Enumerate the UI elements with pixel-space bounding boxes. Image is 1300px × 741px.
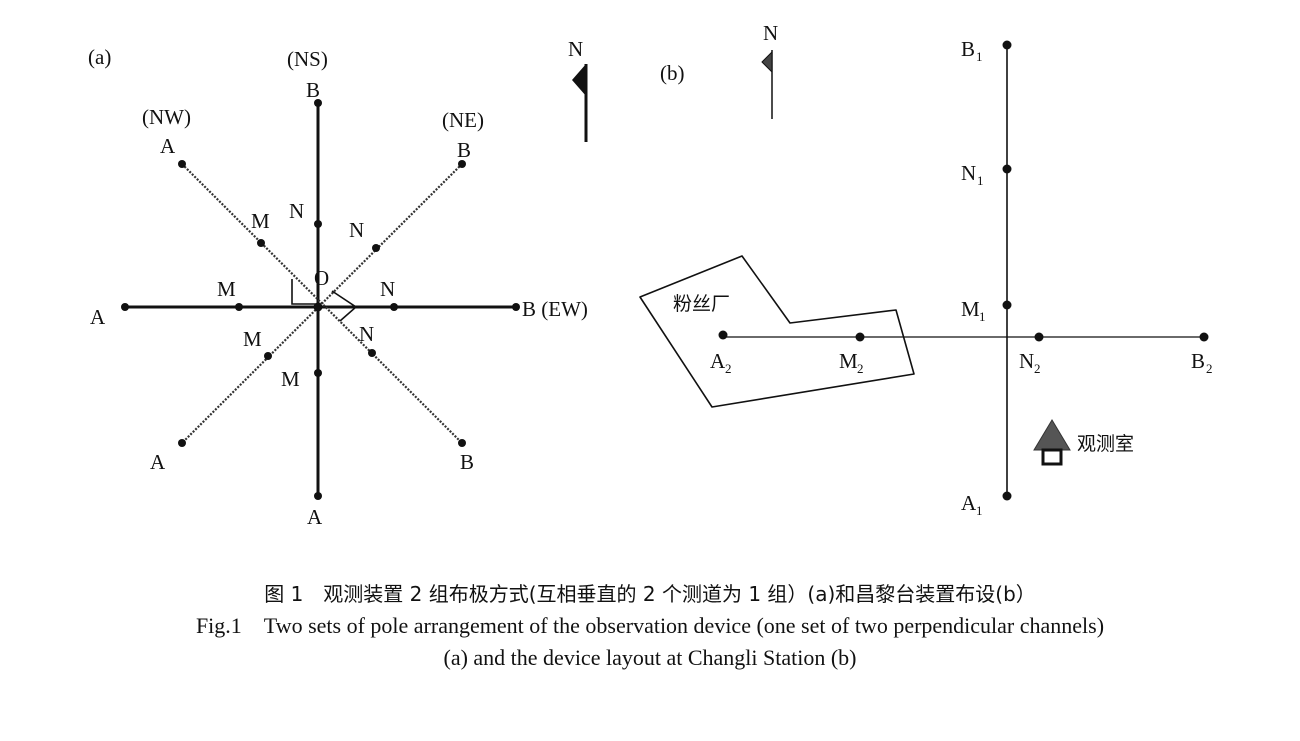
b1-label: B (961, 37, 975, 61)
north-arrow-icon (572, 64, 588, 142)
caption-chinese: 图 1 观测装置 2 组布极方式(互相垂直的 2 个测道为 1 组）(a)和昌黎… (264, 582, 1036, 606)
ne-line (181, 163, 463, 444)
b1-point (1002, 40, 1012, 50)
right-angle-marks (291, 279, 358, 322)
ne-m-label: M (243, 327, 262, 351)
ew-b-point (512, 303, 520, 311)
ns-a-point (314, 492, 322, 500)
n1-label: N (961, 161, 976, 185)
b1-subscript: 1 (976, 49, 983, 64)
factory-outline (639, 255, 915, 408)
ne-m-point (264, 352, 272, 360)
nw-m-label: M (251, 209, 270, 233)
a1-label: A (961, 491, 977, 515)
nw-m-point (257, 239, 265, 247)
nw-b-point (458, 439, 466, 447)
nw-n-point (368, 349, 376, 357)
b2-point (1199, 332, 1209, 342)
electrode-points-b (718, 40, 1209, 501)
ew-a-label: A (90, 305, 106, 329)
ew-m-label: M (217, 277, 236, 301)
ne-direction-label: (NE) (442, 108, 484, 132)
caption-english-line-1: Fig.1 Two sets of pole arrangement of th… (195, 613, 1105, 638)
ns-b-label: B (306, 78, 320, 102)
panel-b-north-label: N (763, 21, 778, 45)
ns-n-point (314, 220, 322, 228)
center-label: O (314, 266, 329, 290)
nw-n-label: N (359, 322, 374, 346)
ns-direction-label: (NS) (287, 47, 328, 71)
n1-point (1002, 164, 1012, 174)
ns-m-point (314, 369, 322, 377)
ns-a-label: A (307, 505, 323, 529)
ne-b-label: B (457, 138, 471, 162)
ne-n-point (372, 244, 380, 252)
a1-point (1002, 491, 1012, 501)
a2-point (718, 330, 728, 340)
ew-direction-label: B (EW) (522, 297, 588, 321)
ew-a-point (121, 303, 129, 311)
ne-a-label: A (150, 450, 166, 474)
electrode-points (121, 99, 520, 500)
m1-label: M (961, 297, 980, 321)
ew-n-label: N (380, 277, 395, 301)
ew-n-point (390, 303, 398, 311)
nw-a-point (178, 160, 186, 168)
a1-subscript: 1 (976, 503, 983, 518)
m1-point (1002, 300, 1012, 310)
ns-b-point (314, 99, 322, 107)
panel-a-label: (a) (88, 45, 111, 69)
ew-m-point (235, 303, 243, 311)
a2-label: A (710, 349, 726, 373)
panel-a: (a) N (88, 37, 588, 529)
panel-b: (b) N 粉丝厂 B 1 N 1 M 1 A (639, 21, 1213, 518)
observatory-house-icon (1033, 419, 1071, 466)
ns-n-label: N (289, 199, 304, 223)
m1-subscript: 1 (979, 309, 986, 324)
m2-point (855, 332, 865, 342)
n2-label: N (1019, 349, 1034, 373)
b2-subscript: 2 (1206, 361, 1213, 376)
nw-a-label: A (160, 134, 176, 158)
panel-a-north-label: N (568, 37, 583, 61)
center-point (313, 302, 323, 312)
nw-b-label: B (460, 450, 474, 474)
m2-subscript: 2 (857, 361, 864, 376)
m2-label: M (839, 349, 858, 373)
n1-subscript: 1 (977, 173, 984, 188)
ns-m-label: M (281, 367, 300, 391)
a2-subscript: 2 (725, 361, 732, 376)
n2-point (1034, 332, 1044, 342)
ne-b-point (458, 160, 466, 168)
panel-b-label: (b) (660, 61, 685, 85)
ne-a-point (178, 439, 186, 447)
figure-caption: 图 1 观测装置 2 组布极方式(互相垂直的 2 个测道为 1 组）(a)和昌黎… (0, 578, 1300, 674)
b2-label: B (1191, 349, 1205, 373)
factory-label: 粉丝厂 (673, 293, 730, 315)
nw-direction-label: (NW) (142, 105, 191, 129)
n2-subscript: 2 (1034, 361, 1041, 376)
north-arrow-small-icon (761, 50, 773, 119)
observatory-label: 观测室 (1077, 433, 1134, 455)
caption-english-line-2: (a) and the device layout at Changli Sta… (443, 645, 857, 670)
ne-n-label: N (349, 218, 364, 242)
